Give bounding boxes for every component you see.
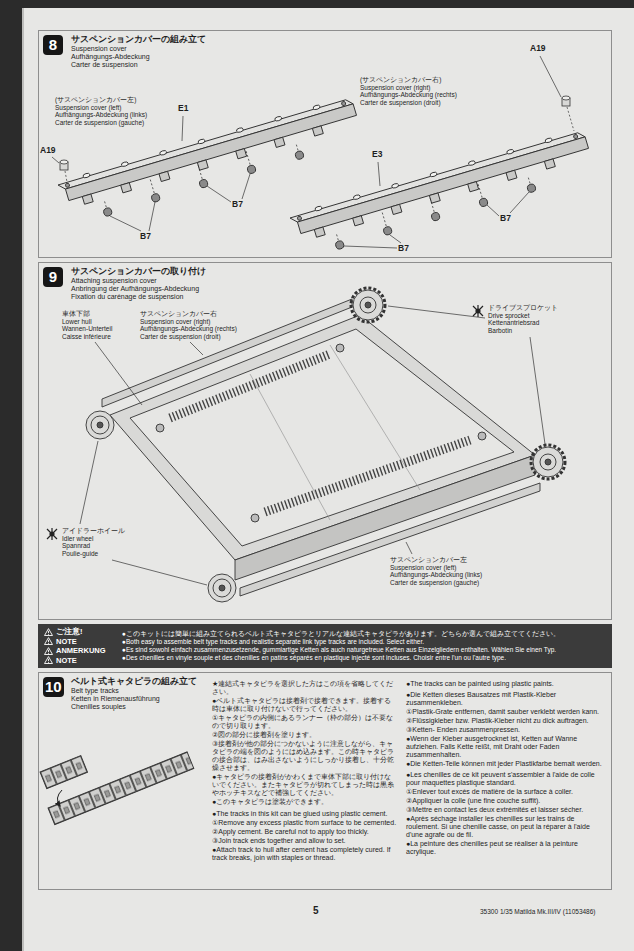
part-label: Aufhängungs-Abdeckung (rechts) [140,325,237,332]
warning-icon [44,647,53,655]
part-number: B7 [232,200,243,210]
page-number: 5 [313,905,319,917]
note-text: ●Es sind sowohl einfach zusammenzusetzen… [122,646,606,654]
part-label: Spannrad [62,542,90,549]
part-label: アイドラーホイール [62,527,125,534]
part-label: Kettenantriebsrad [488,319,539,326]
step-title: Belt type tracks [71,687,197,695]
instruction-text: ②図の部分に接着剤を塗ります。 [212,731,398,739]
part-number: E3 [372,150,382,160]
part-label: Suspension cover (right) [140,318,210,325]
instruction-text: ③接着剤が他の部分につかないように注意しながら、キャタピラの端を図のようにはめ込… [212,740,398,772]
instruction-text: ●Die Ketten dieses Bausatzes mit Plastik… [406,691,606,707]
note-text: ●Des chenilles en vinyle souple et des c… [122,654,606,662]
step-number: 8 [43,35,63,55]
note-box: ご注意!NOTEANMERKUNGNOTE●このキットには簡単に組み立てられるベ… [38,624,612,668]
step-title: Chenilles souples [71,703,197,711]
step-title: Attaching suspension cover [71,277,206,285]
step-title: Aufhängungs-Abdeckung [71,53,206,61]
step-title: Anbringung der Aufhängungs-Abdeckung [71,285,206,293]
part-label: Idler wheel [62,535,93,542]
instruction-text: ●The tracks in this kit can be glued usi… [212,810,398,818]
part-label: ドライブスプロケット [488,304,558,311]
instruction-text: ②Apply cement. Be careful not to apply t… [212,828,398,836]
part-number: E1 [178,104,188,114]
part-label: (サスペンションカバー左) [55,96,136,103]
instruction-text: ③Ketten- Enden zusammenpressen. [406,726,606,734]
instruction-text: ●Les chenilles de ce kit peuvent s'assem… [406,771,606,787]
part-label: (サスペンションカバー右) [360,76,441,83]
step-number: 9 [43,267,63,287]
part-label: Poulie-guide [62,550,98,557]
note-heading: ご注意! [56,627,83,636]
instruction-text: ●キャタピラの接着剤がかわくまで車体下部に取り付けないでください。またキャタピラ… [212,773,398,797]
part-label: Suspension cover (right) [360,84,430,91]
part-label: Caisse inférieure [62,333,111,340]
step-title: Fixation du carénage de suspension [71,293,206,301]
note-heading: NOTE [56,637,77,646]
part-number: B7 [398,244,409,254]
step-title: ベルト式キャタピラの組み立て [71,676,197,687]
instruction-text: ②Appliquer la colle (une fine couche suf… [406,797,606,805]
part-number: B7 [140,232,151,242]
part-label: Aufhängungs-Abdeckung (rechts) [360,91,457,98]
instruction-text: ③Mettre en contact les deux extrémités e… [406,806,606,814]
instruction-text: ★連結式キャタピラを選択した方はこの項を省略してください。 [212,680,398,696]
note-text: ●このキットには簡単に組み立てられるベルト式キャタピラとリアルな連結式キャタピラ… [122,630,606,638]
product-code: 35300 1/35 Matilda Mk.III/IV (11053486) [480,908,596,915]
instruction-text: ①Plastik-Grate entfernen, damit sauber v… [406,708,606,716]
part-number: A19 [40,146,56,156]
instruction-text: ●Après séchage installer les chenilles s… [406,815,606,839]
instruction-text: ●La peinture des chenilles peut se réali… [406,840,606,856]
instruction-text: ●このキャタピラは塗装ができます。 [212,798,398,806]
step-title: Suspension cover [71,45,206,53]
step-title: Carter de suspension [71,61,206,69]
part-label: Barbotin [488,327,512,334]
part-label: Carter de suspension (gauche) [390,579,479,586]
instruction-text: ①Enlever tout excès de matière de la sur… [406,788,606,796]
instruction-text: ①キャタピラの内側にあるランナー（枠の部分）は不要なので切り取ります。 [212,714,398,730]
part-label: Aufhängungs-Abdeckung (links) [390,571,482,578]
part-label: サスペンションカバー右 [140,310,217,317]
part-label: 車体下部 [62,310,90,317]
part-number: B7 [500,214,511,224]
part-label: Carter de suspension (droit) [360,99,441,106]
part-label: Wannen-Unterteil [62,325,112,332]
step-number: 10 [43,677,64,697]
instruction-text: ●Wenn der Kleber ausgetrocknet ist, Kett… [406,735,606,759]
instruction-column: ●The tracks can be painted using plastic… [406,679,606,856]
instruction-column: ★連結式キャタピラを選択した方はこの項を省略してください。●ベルト式キャタピラは… [212,679,398,862]
instruction-text: ●ベルト式キャタピラは接着剤で接着できます。接着する時は車体に取り付けないで行っ… [212,697,398,713]
note-heading: ANMERKUNG [56,646,106,655]
warning-icon [44,637,53,645]
step-title: サスペンションカバーの組み立て [71,34,206,45]
part-label: Aufhängungs-Abdeckung (links) [55,111,147,118]
warning-icon [44,628,53,636]
step-title: サスペンションカバーの取り付け [71,266,206,277]
part-label: サスペンションカバー左 [390,556,467,563]
instruction-text: ①Remove any excess plastic from surface … [212,819,398,827]
step-panel: 8サスペンションカバーの組み立てSuspension coverAufhängu… [38,30,612,258]
instruction-text: ●The tracks can be painted using plastic… [406,680,606,688]
instruction-text: ②Flüssigkleber bzw. Plastik-Kleber nicht… [406,717,606,725]
part-label: Suspension cover (left) [55,104,121,111]
part-label: Drive sprocket [488,312,530,319]
part-label: Lower hull [62,318,92,325]
part-label: Suspension cover (left) [390,564,456,571]
step-title: Ketten in Riemenausführung [71,695,197,703]
part-label: Carter de suspension (gauche) [55,119,144,126]
instruction-text: ③Join track ends together and allow to s… [212,837,398,845]
part-number: A19 [530,44,546,54]
instruction-text: ●Attach track to hull after cement has c… [212,846,398,862]
note-text: ●Both easy to assemble belt type tracks … [122,638,606,646]
part-label: Carter de suspension (droit) [140,333,221,340]
warning-icon [44,656,53,664]
note-heading: NOTE [56,656,77,665]
instruction-text: ●Die Ketten-Teile können mit jeder Plast… [406,760,606,768]
